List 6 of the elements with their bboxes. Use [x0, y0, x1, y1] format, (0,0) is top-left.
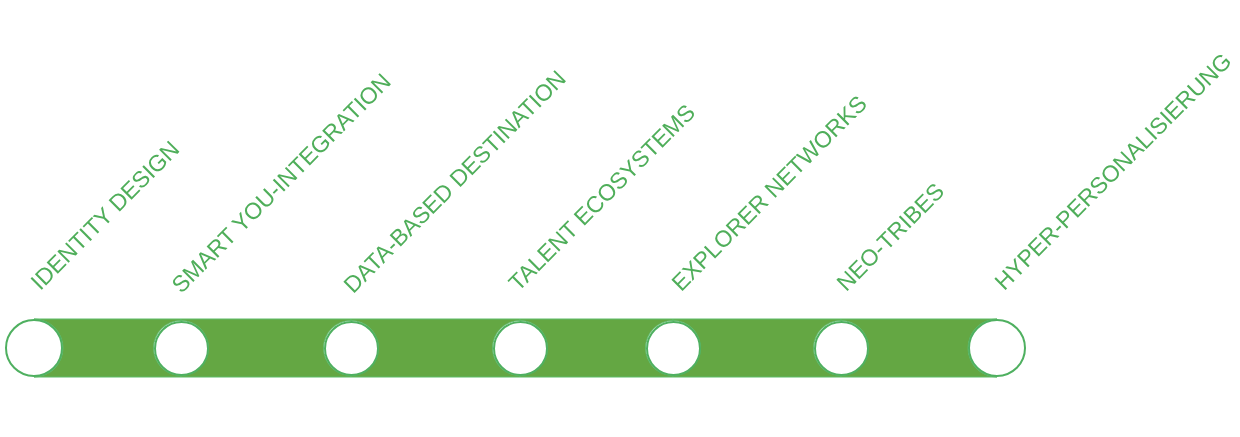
timeline-track	[672, 318, 842, 378]
timeline-track	[350, 318, 521, 378]
timeline-track	[180, 318, 352, 378]
timeline-track	[840, 318, 998, 378]
timeline-track	[33, 318, 182, 378]
timeline-track	[519, 318, 674, 378]
